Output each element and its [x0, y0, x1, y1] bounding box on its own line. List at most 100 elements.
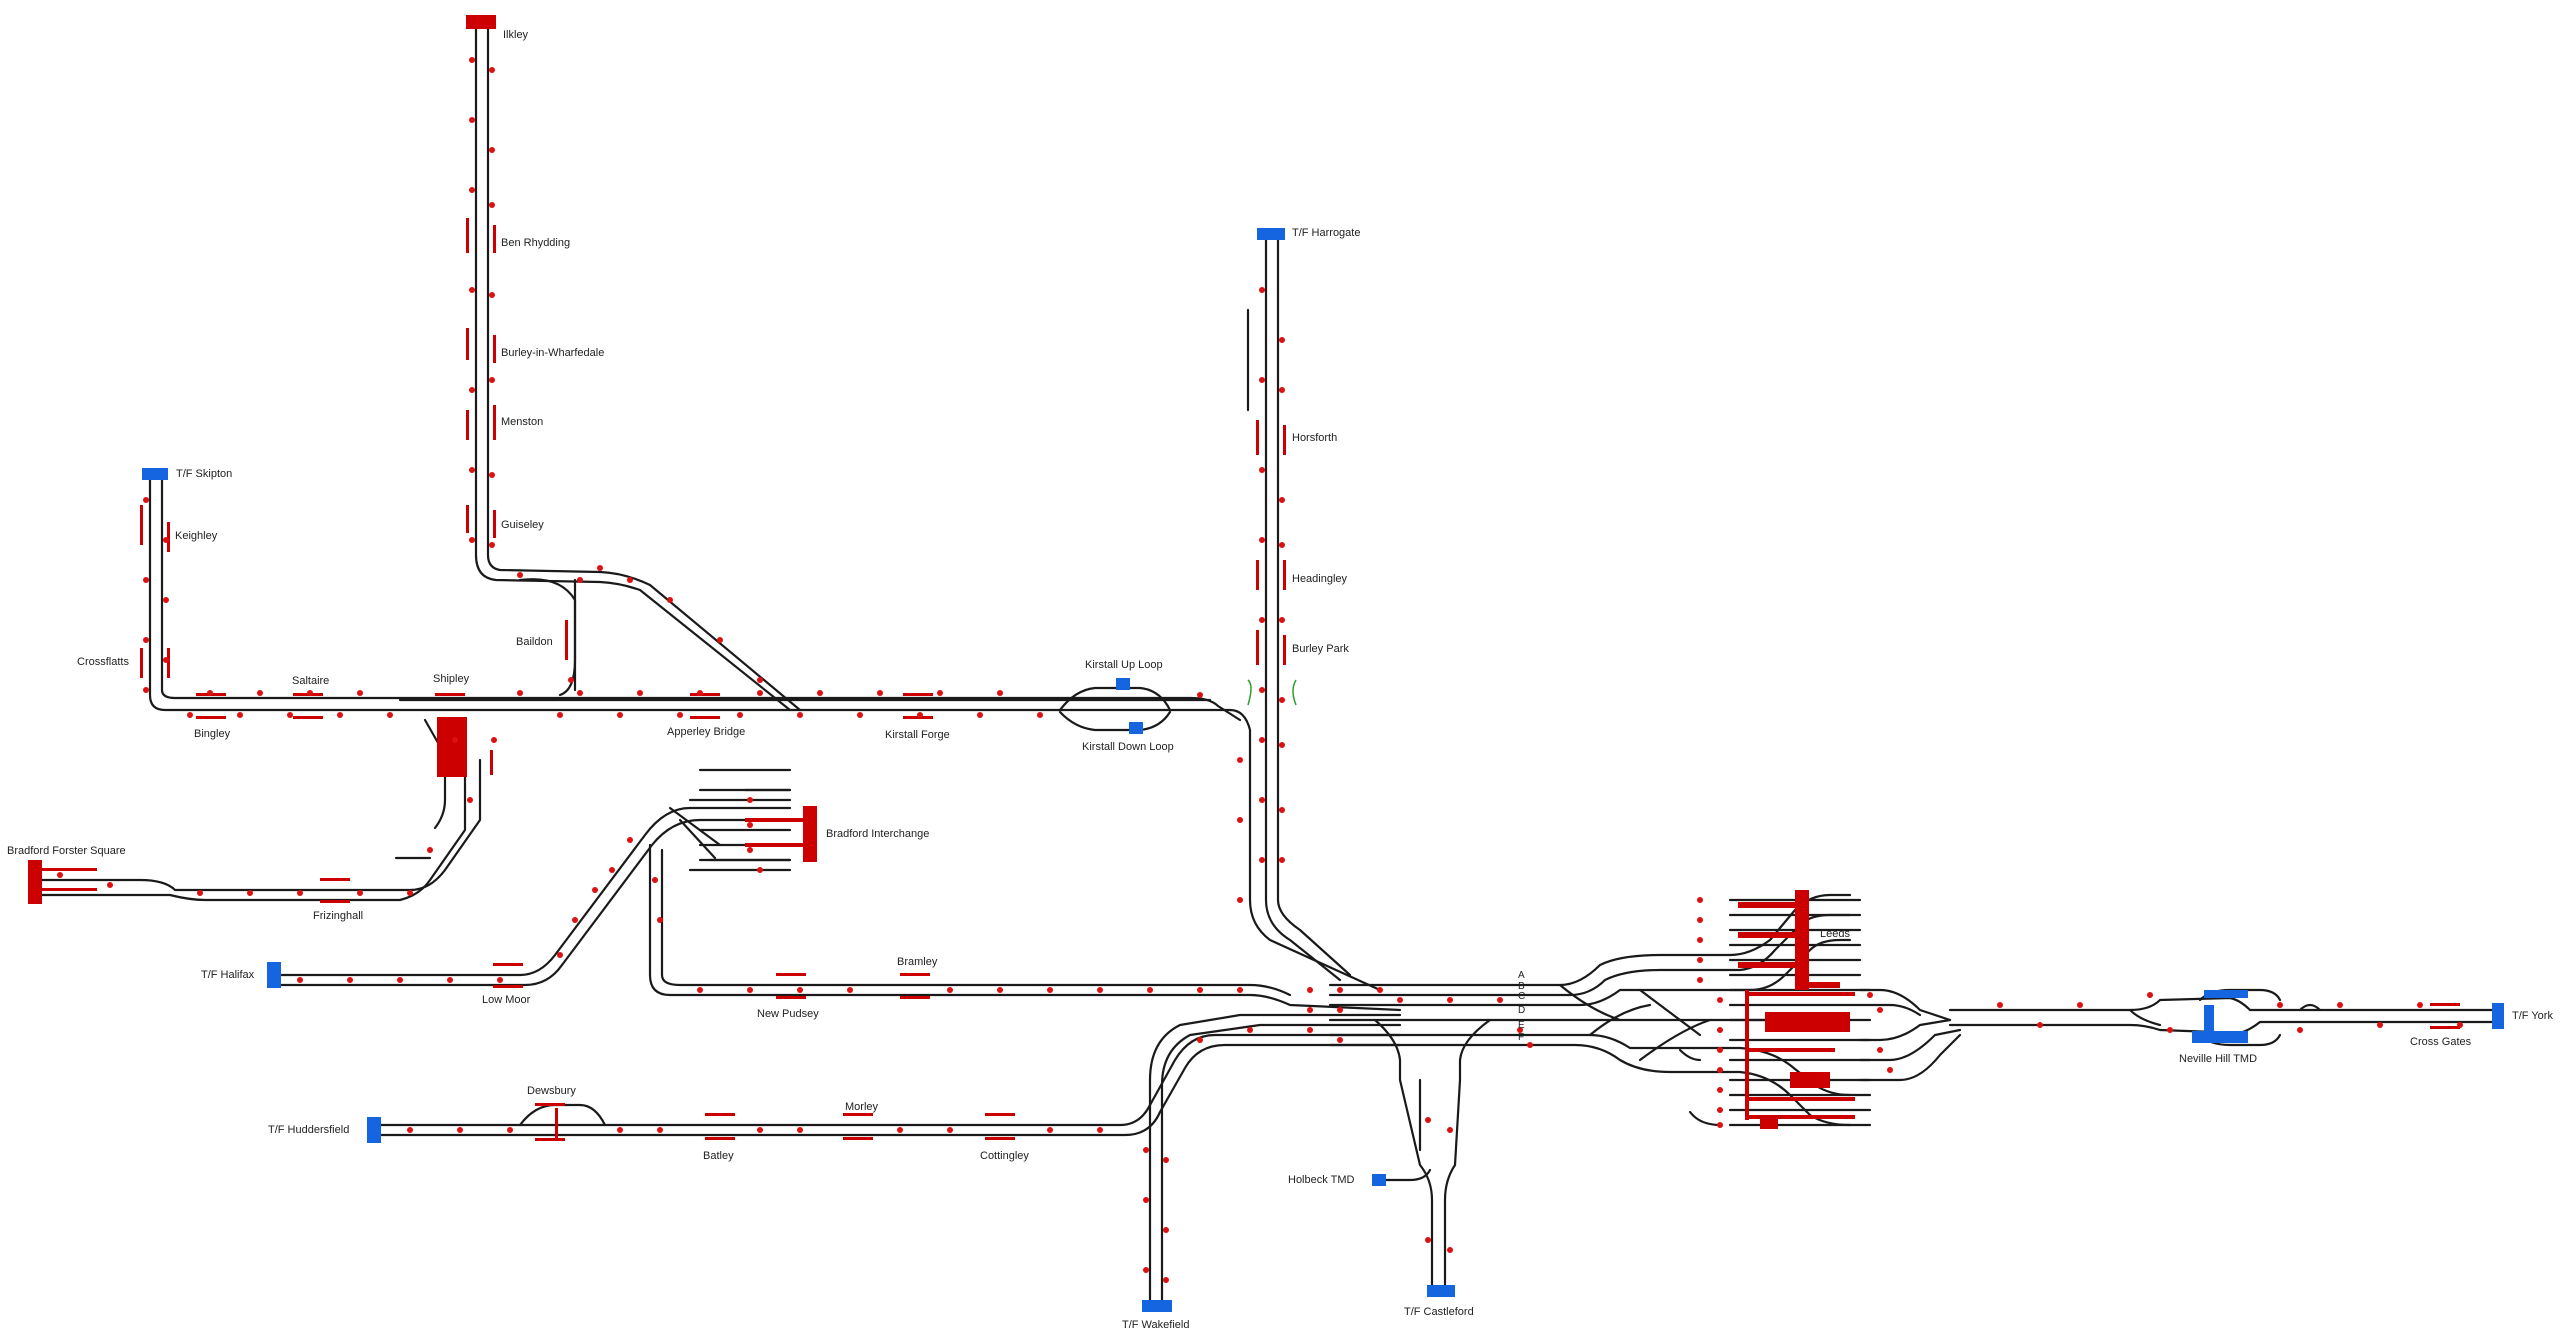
fringe-markers	[142, 228, 2504, 1312]
signal-marker	[747, 847, 753, 853]
platform-dewsbury-bar	[555, 1108, 558, 1138]
signal-marker	[797, 987, 803, 993]
platform-guiseley-w	[466, 505, 469, 533]
signal-marker	[1047, 987, 1053, 993]
fringe-neville-hill-1	[2204, 990, 2248, 998]
signal-marker	[1259, 857, 1265, 863]
platform-horsforth-w	[1256, 420, 1259, 455]
signal-marker	[1867, 992, 1873, 998]
track-line-C	[1328, 938, 1852, 1007]
platform-morley-n	[843, 1113, 873, 1116]
label-batley: Batley	[703, 1150, 734, 1162]
signal-marker	[489, 292, 495, 298]
signal-marker	[427, 847, 433, 853]
platform-cross-gates-n	[2430, 1003, 2460, 1006]
signal-marker	[489, 67, 495, 73]
signal-marker	[407, 1127, 413, 1133]
label-guiseley: Guiseley	[501, 519, 544, 531]
platform-dewsbury-s	[535, 1138, 565, 1141]
signal-marker	[737, 712, 743, 718]
platform-batley-n	[705, 1113, 735, 1116]
signal-marker	[2077, 1002, 2083, 1008]
platform-horsforth-e	[1283, 425, 1286, 455]
signal-marker	[1877, 1047, 1883, 1053]
signal-marker	[457, 1127, 463, 1133]
fringe-huddersfield	[367, 1117, 381, 1143]
track-ilkley-up	[486, 23, 802, 712]
signal-marker	[489, 472, 495, 478]
platform-leeds-9	[1745, 1097, 1855, 1101]
signal-marker	[1887, 1067, 1893, 1073]
label-burley-in-wharfedale: Burley-in-Wharfedale	[501, 347, 605, 359]
track-network	[38, 23, 2502, 1302]
signal-marker	[697, 987, 703, 993]
label-bradford-interchange: Bradford Interchange	[826, 828, 930, 840]
fringe-neville-hill-3	[2204, 1005, 2214, 1035]
label-tf-halifax: T/F Halifax	[201, 969, 255, 981]
signal-marker	[143, 577, 149, 583]
signal-marker	[1279, 857, 1285, 863]
signal-marker	[1259, 737, 1265, 743]
label-bingley: Bingley	[194, 728, 231, 740]
fringe-york	[2492, 1003, 2504, 1029]
signal-marker	[1279, 497, 1285, 503]
signal-marker	[797, 1127, 803, 1133]
signal-marker	[489, 377, 495, 383]
platform-bramley-s	[900, 996, 930, 999]
signal-marker	[187, 712, 193, 718]
signal-marker	[1377, 987, 1383, 993]
platform-leeds-3	[1738, 962, 1795, 968]
signal-marker	[337, 712, 343, 718]
signal-marker	[1447, 1247, 1453, 1253]
platform-ben-rhydding-w	[466, 218, 469, 253]
signal-marker	[57, 872, 63, 878]
platform-bi-1	[745, 818, 803, 822]
signal-marker	[517, 572, 523, 578]
track-throat-x4	[1638, 1018, 1712, 1062]
track-bradford-int-stubs	[688, 768, 792, 872]
track-line-B	[1328, 913, 1852, 997]
track-throat-x3	[1638, 988, 1702, 1037]
signal-marker	[469, 537, 475, 543]
signal-marker	[1259, 467, 1265, 473]
fringe-kirstall-up	[1116, 678, 1130, 690]
signal-marker	[497, 977, 503, 983]
signal-marker	[1259, 797, 1265, 803]
platform-bars	[28, 15, 2460, 1141]
signal-marker	[592, 887, 598, 893]
signal-marker	[452, 737, 458, 743]
platform-leeds-8	[1790, 1072, 1830, 1088]
signal-marker	[937, 690, 943, 696]
signal-marker	[1237, 897, 1243, 903]
track-kirstall-down-loop	[1058, 710, 1172, 732]
platform-bingley-s	[196, 716, 226, 719]
label-keighley: Keighley	[175, 530, 218, 542]
signal-marker	[1517, 1027, 1523, 1033]
track-ilkley-down	[474, 23, 792, 712]
signal-marker	[2337, 1002, 2343, 1008]
label-kirstall-forge: Kirstall Forge	[885, 729, 950, 741]
platform-crossflatts-w	[140, 648, 143, 678]
signal-marker	[1337, 1007, 1343, 1013]
signal-marker	[469, 117, 475, 123]
signal-marker	[1237, 817, 1243, 823]
signal-marker	[247, 890, 253, 896]
signal-marker	[197, 890, 203, 896]
platform-baildon	[565, 620, 568, 660]
signal-marker	[447, 977, 453, 983]
fringe-neville-hill-2	[2192, 1031, 2248, 1043]
signal-marker	[287, 712, 293, 718]
track-harrogate-up	[1276, 233, 1352, 977]
signal-marker	[1397, 997, 1403, 1003]
label-dewsbury: Dewsbury	[527, 1085, 576, 1097]
signal-marker	[1337, 987, 1343, 993]
platform-bramley-n	[900, 973, 930, 976]
signal-marker	[977, 712, 983, 718]
signal-marker	[1279, 807, 1285, 813]
signal-marker	[1717, 997, 1723, 1003]
signal-marker	[2147, 992, 2153, 998]
platform-leeds-10	[1745, 1115, 1855, 1119]
signal-marker	[507, 1127, 513, 1133]
platform-frizinghall-n	[320, 878, 350, 881]
signal-marker	[557, 952, 563, 958]
